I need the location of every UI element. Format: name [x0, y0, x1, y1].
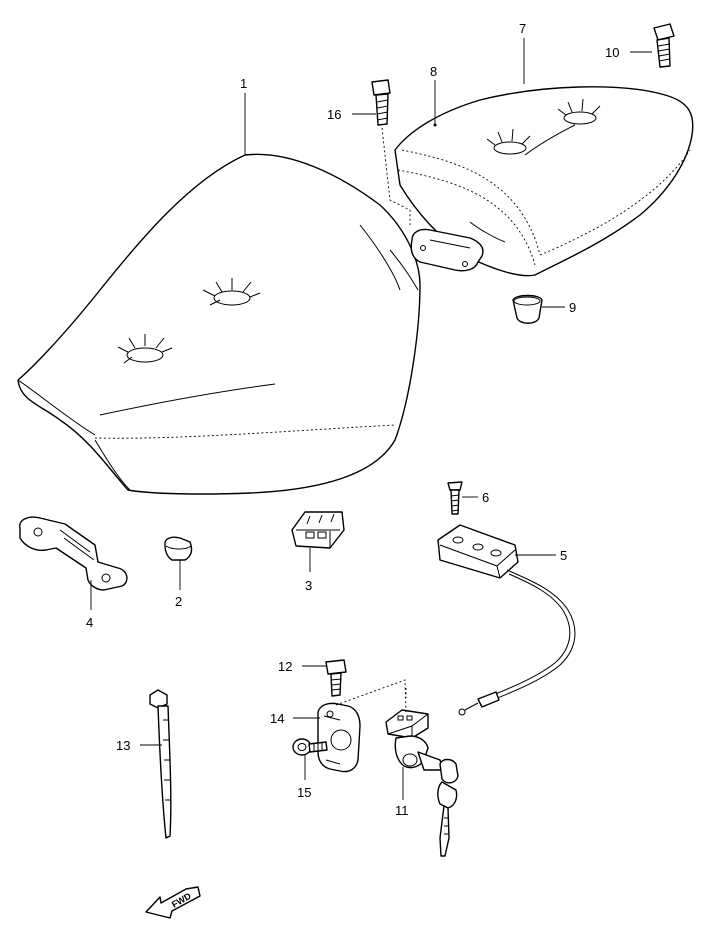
callout-14: 14: [270, 711, 284, 726]
seat-tuft-button: [557, 98, 601, 125]
callout-4: 4: [86, 615, 93, 630]
callout-labels: 1 2 3 4 5 6 7 8 9 10 11 12 13 14 15 16: [86, 21, 619, 818]
nut-9: [512, 294, 543, 324]
callout-10: 10: [605, 45, 619, 60]
seat-lock-11: [385, 709, 459, 857]
bolt-16: [371, 79, 391, 126]
front-seat: [17, 153, 421, 495]
bolt-12: [325, 659, 347, 697]
lock-bracket-14: [317, 702, 361, 773]
cable-tie-13: [149, 689, 172, 839]
callout-9: 9: [569, 300, 576, 315]
cushion-2: [164, 536, 193, 561]
callout-7: 7: [519, 21, 526, 36]
forward-direction-arrow: FWD: [145, 886, 201, 919]
seat-tuft-button: [117, 334, 173, 364]
callout-3: 3: [305, 578, 312, 593]
callout-16: 16: [327, 107, 341, 122]
pillion-seat: [394, 86, 694, 277]
callout-1: 1: [240, 76, 247, 91]
callout-2: 2: [175, 594, 182, 609]
screw-6: [447, 481, 463, 515]
assembly-guides: [335, 127, 411, 713]
bracket-4: [19, 516, 128, 591]
callout-leaders: [90, 38, 652, 800]
callout-13: 13: [116, 738, 130, 753]
callout-8: 8: [430, 64, 437, 79]
seat-tuft-button: [486, 128, 531, 155]
callout-12: 12: [278, 659, 292, 674]
screw-15: [292, 738, 328, 756]
seat-lock-cable-5: [437, 524, 576, 716]
rubber-block-3: [291, 511, 345, 549]
seat-tuft-button: [202, 278, 261, 306]
bolt-10: [653, 23, 675, 68]
callout-15: 15: [297, 785, 311, 800]
callout-6: 6: [482, 490, 489, 505]
callout-5: 5: [560, 548, 567, 563]
callout-11: 11: [395, 803, 409, 818]
